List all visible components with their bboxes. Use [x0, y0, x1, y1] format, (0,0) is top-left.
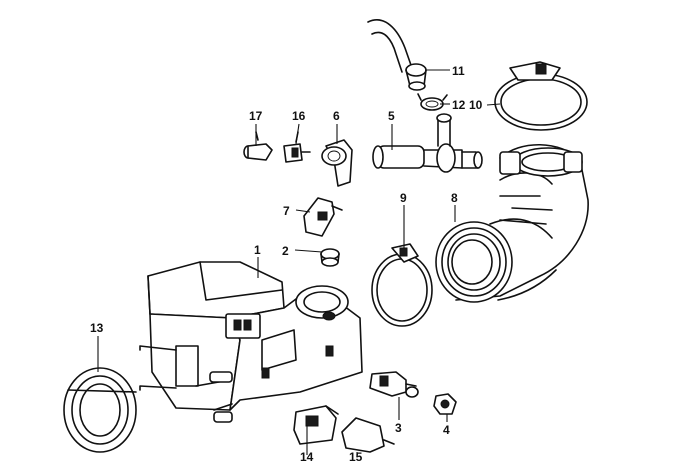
- part-7-mounting-bracket[interactable]: [303, 197, 343, 237]
- part-17-plug[interactable]: [243, 131, 273, 161]
- callout-3: 3: [395, 421, 402, 435]
- part-5-valve-tee[interactable]: [372, 113, 483, 173]
- callout-4: 4: [443, 423, 450, 437]
- part-13-rubber-ring[interactable]: [63, 367, 137, 453]
- part-15-rubber-boot[interactable]: [341, 417, 395, 453]
- callout-8: 8: [451, 191, 458, 205]
- part-10-large-clamp[interactable]: [494, 61, 588, 131]
- part-12-hose-clip[interactable]: [417, 93, 448, 111]
- part-3-sensor[interactable]: [369, 371, 419, 398]
- callout-11: 11: [452, 64, 465, 78]
- callout-14: 14: [300, 450, 314, 461]
- part-8-intake-boot[interactable]: [435, 143, 589, 303]
- callout-9: 9: [400, 191, 407, 205]
- callout-6: 6: [333, 109, 340, 123]
- callout-15: 15: [349, 450, 363, 461]
- callout-1: 1: [254, 243, 261, 257]
- callout-17: 17: [249, 109, 263, 123]
- part-11-hose[interactable]: [367, 19, 427, 91]
- callout-12: 12: [452, 98, 466, 112]
- part-6-bracket[interactable]: [321, 139, 353, 187]
- leader-lines: [97, 69, 501, 455]
- part-9-hose-clamp[interactable]: [371, 243, 433, 327]
- part-1-airflow-meter[interactable]: [139, 261, 363, 423]
- callout-10: 10: [469, 98, 483, 112]
- callout-labels: 1 2 3 4 5 6 7 8 9 10 11 12 13 14 15 16 1…: [90, 64, 483, 461]
- callout-7: 7: [283, 204, 290, 218]
- callout-2: 2: [282, 244, 289, 258]
- callout-13: 13: [90, 321, 104, 335]
- part-2-cap[interactable]: [320, 248, 340, 267]
- part-4-nut[interactable]: [433, 393, 457, 415]
- callout-16: 16: [292, 109, 306, 123]
- part-14-electrical-plug[interactable]: [293, 405, 339, 445]
- callout-5: 5: [388, 109, 395, 123]
